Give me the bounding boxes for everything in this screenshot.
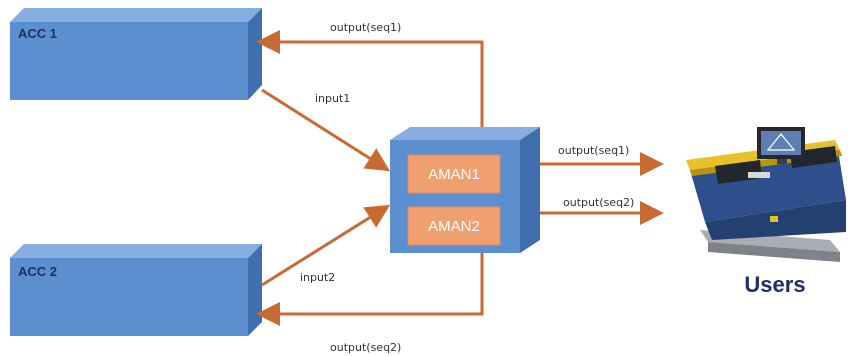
users-label: Users xyxy=(744,272,805,297)
label-input1: input1 xyxy=(315,92,350,105)
aman2-label: AMAN2 xyxy=(428,218,480,235)
arrow-input2 xyxy=(261,204,391,287)
label-output-seq1-top: output(seq1) xyxy=(330,21,401,34)
aman1-box: AMAN1 xyxy=(407,154,501,194)
label-input2: input2 xyxy=(300,271,335,284)
arrow-output-seq1-to-acc1 xyxy=(256,30,484,127)
arrow-output-seq2-to-acc2 xyxy=(256,253,484,326)
label-output-seq2-users: output(seq2) xyxy=(563,196,634,209)
acc2-box: ACC 2 xyxy=(10,244,262,336)
acc1-box: ACC 1 xyxy=(10,8,262,100)
aman2-box: AMAN2 xyxy=(407,206,501,246)
label-output-seq1-users: output(seq1) xyxy=(558,144,629,157)
acc1-label: ACC 1 xyxy=(18,26,57,41)
acc2-label: ACC 2 xyxy=(18,264,57,279)
workstation-icon xyxy=(686,127,846,262)
arrow-input1 xyxy=(261,88,391,172)
aman1-label: AMAN1 xyxy=(428,166,480,183)
label-output-seq2-bottom: output(seq2) xyxy=(330,341,401,354)
